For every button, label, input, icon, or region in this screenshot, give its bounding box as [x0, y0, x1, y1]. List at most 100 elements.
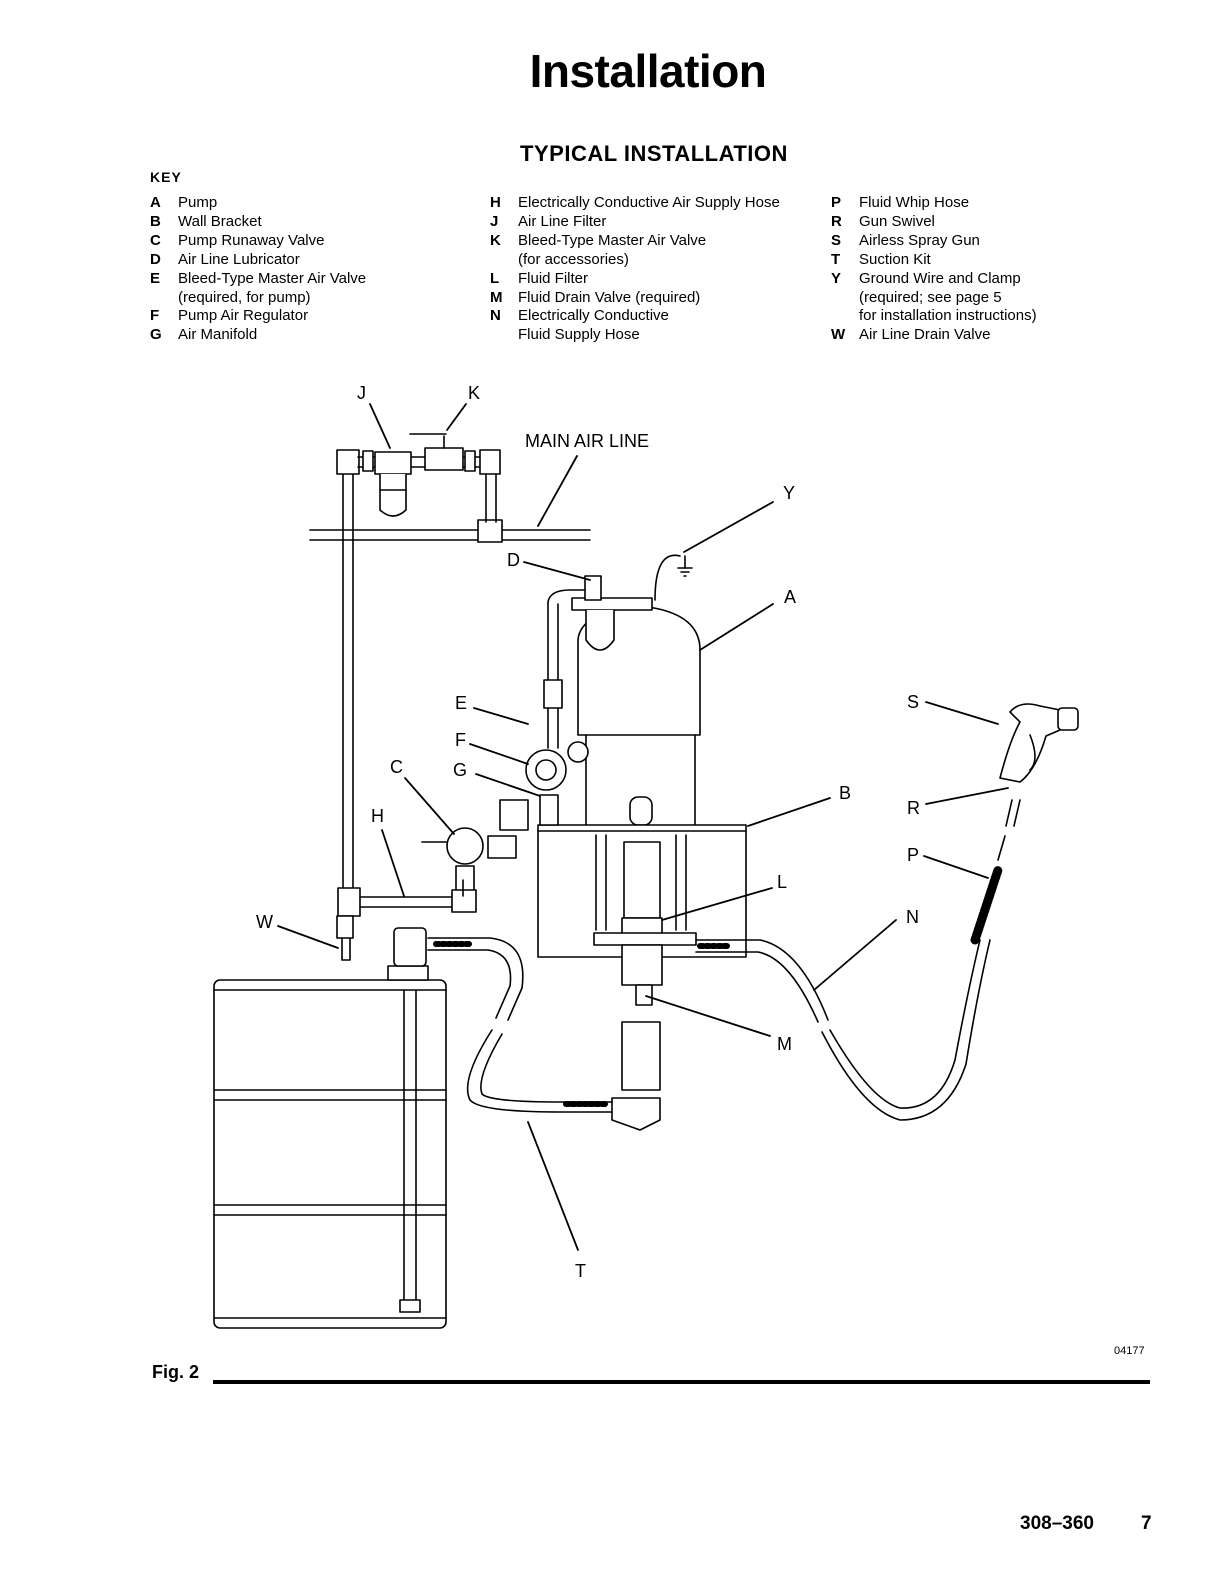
- key-letter: R: [831, 212, 842, 230]
- key-text: Bleed-Type Master Air Valve (required, f…: [178, 269, 367, 306]
- key-text: Fluid Drain Valve (required): [518, 288, 701, 306]
- figure-label: Fig. 2: [152, 1362, 200, 1382]
- callout-n: N: [906, 907, 919, 927]
- key-letter: L: [490, 269, 500, 287]
- key-text: Gun Swivel: [859, 212, 935, 230]
- key-text: Fluid Filter: [518, 269, 589, 287]
- key-column-3: P Fluid Whip Hose R Gun Swivel S Airless Sp…: [831, 194, 1037, 345]
- key-text: Pump Air Regulator: [178, 307, 309, 325]
- key-letter: H: [490, 194, 501, 211]
- key-text: Airless Spray Gun: [859, 231, 980, 249]
- key-text: Electrically Conductive Fluid Supply Hos…: [518, 307, 669, 344]
- main-air-line-label: MAIN AIR LINE: [525, 431, 649, 451]
- key-text: Pump Runaway Valve: [178, 231, 325, 249]
- key-item: N Electrically Conductive Fluid Supply Ho…: [490, 307, 780, 345]
- air-supply-hose: [336, 879, 477, 961]
- key-column-2: H Electrically Conductive Air Supply Hose…: [490, 194, 780, 345]
- key-text: Air Line Lubricator: [178, 250, 300, 268]
- key-letter: Y: [831, 269, 842, 287]
- key-text: Suction Kit: [859, 250, 931, 268]
- key-text: Wall Bracket: [178, 212, 262, 230]
- key-item: E Bleed-Type Master Air Valve (required, …: [150, 270, 366, 308]
- callout-w: W: [256, 912, 273, 932]
- callout-l: L: [777, 872, 787, 892]
- air-line-filter-assembly: [336, 433, 501, 891]
- callout-m: M: [777, 1034, 792, 1054]
- callout-e: E: [455, 693, 467, 713]
- callout-j: J: [357, 383, 366, 403]
- ground-wire: [677, 555, 693, 577]
- callout-f: F: [455, 730, 466, 750]
- key-item: S Airless Spray Gun: [831, 232, 1037, 251]
- callout-a: A: [784, 587, 796, 607]
- fluid-filter-assembly: [593, 841, 697, 1131]
- section-title: TYPICAL INSTALLATION: [520, 141, 788, 166]
- callout-b: B: [839, 783, 851, 803]
- pump-body: [571, 554, 701, 826]
- key-item: A Pump: [150, 194, 366, 213]
- key-text: Ground Wire and Clamp (required; see pag…: [859, 269, 1037, 325]
- callout-r: R: [907, 798, 920, 818]
- key-item: D Air Line Lubricator: [150, 251, 366, 270]
- key-item: Y Ground Wire and Clamp (required; see pa…: [831, 270, 1037, 327]
- key-letter: S: [831, 231, 842, 249]
- key-text: Air Line Drain Valve: [859, 326, 991, 344]
- key-text: Pump: [178, 194, 218, 211]
- key-item: L Fluid Filter: [490, 270, 780, 289]
- key-item: R Gun Swivel: [831, 213, 1037, 232]
- main-air-line: [309, 519, 591, 543]
- key-item: H Electrically Conductive Air Supply Hose: [490, 194, 780, 213]
- figure-number: 04177: [1114, 1345, 1145, 1357]
- key-item: K Bleed-Type Master Air Valve (for access…: [490, 232, 780, 270]
- drum: [213, 927, 447, 1329]
- figure-rule: [213, 1380, 1150, 1384]
- callout-k: K: [468, 383, 480, 403]
- callout-c: C: [390, 757, 403, 777]
- key-letter: A: [150, 194, 161, 211]
- key-item: G Air Manifold: [150, 326, 366, 345]
- key-text: Air Line Filter: [518, 212, 607, 230]
- callout-d: D: [507, 550, 520, 570]
- key-letter: D: [150, 250, 161, 268]
- leader-lines: [277, 403, 1009, 1251]
- spray-gun: [999, 703, 1079, 783]
- key-item: M Fluid Drain Valve (required): [490, 289, 780, 308]
- key-letter: T: [831, 250, 841, 268]
- key-item: P Fluid Whip Hose: [831, 194, 1037, 213]
- key-text: Electrically Conductive Air Supply Hose: [518, 194, 780, 211]
- key-text: Bleed-Type Master Air Valve (for accesso…: [518, 231, 707, 268]
- key-letter: K: [490, 231, 501, 249]
- key-text: Fluid Whip Hose: [859, 194, 970, 211]
- callout-y: Y: [783, 483, 795, 503]
- suction-hose: [427, 937, 613, 1113]
- callout-s: S: [907, 692, 919, 712]
- key-letter: F: [150, 307, 160, 325]
- key-item: J Air Line Filter: [490, 213, 780, 232]
- page-title: Installation: [529, 45, 767, 97]
- callout-p: P: [907, 845, 919, 865]
- callout-labels: J K MAIN AIR LINE Y D A E F C G H B S R …: [256, 383, 920, 1281]
- callout-t: T: [575, 1261, 586, 1281]
- key-item: W Air Line Drain Valve: [831, 326, 1037, 345]
- page-number: 7: [1141, 1513, 1152, 1534]
- key-letter: J: [490, 212, 499, 230]
- key-letter: E: [150, 269, 161, 287]
- key-letter: G: [150, 326, 162, 344]
- fluid-supply-hose: [695, 799, 1021, 1121]
- key-text: Air Manifold: [178, 326, 258, 344]
- key-item: T Suction Kit: [831, 251, 1037, 270]
- key-letter: C: [150, 231, 161, 249]
- key-letter: M: [490, 288, 503, 306]
- key-item: F Pump Air Regulator: [150, 307, 366, 326]
- air-controls: [421, 589, 589, 897]
- document-number: 308–360: [1020, 1513, 1094, 1534]
- key-letter: W: [831, 326, 846, 344]
- key-letter: P: [831, 194, 842, 211]
- key-letter: N: [490, 307, 501, 325]
- callout-h: H: [371, 806, 384, 826]
- key-item: C Pump Runaway Valve: [150, 232, 366, 251]
- callout-g: G: [453, 760, 467, 780]
